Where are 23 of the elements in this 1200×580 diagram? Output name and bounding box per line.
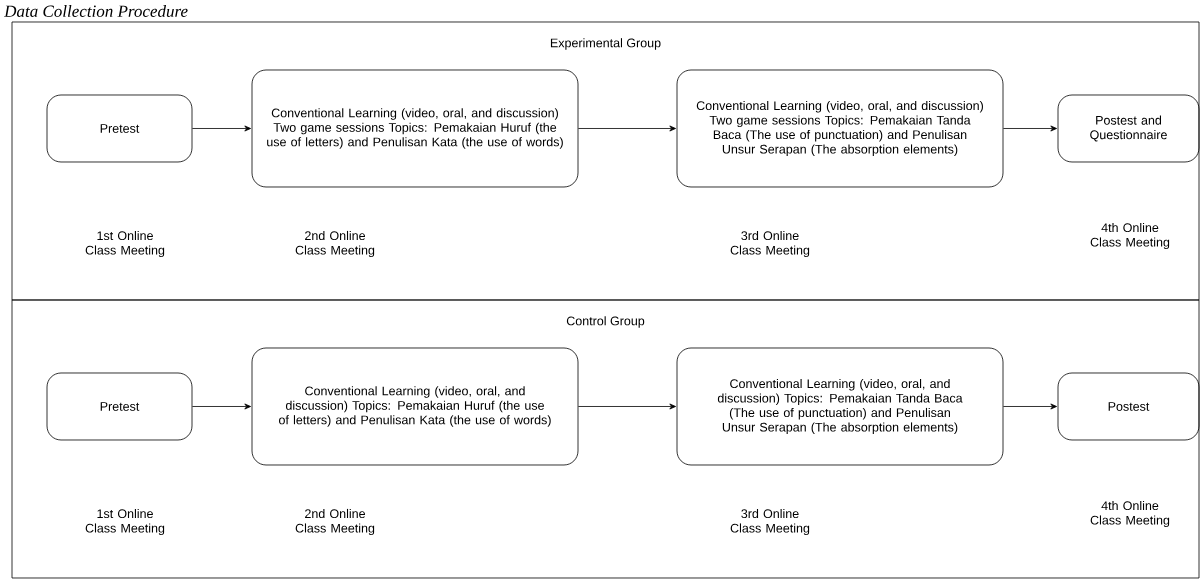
arrow [192, 125, 251, 132]
meeting-label: 4th Online Class Meeting [1090, 222, 1170, 250]
meeting-label: 3rd Online Class Meeting [730, 230, 810, 258]
process-box: Postest and Questionnaire [1057, 94, 1200, 163]
meeting-label: 2nd Online Class Meeting [295, 230, 375, 258]
arrow [578, 403, 676, 410]
process-box: Conventional Learning (video, oral, and discussion) Topics: Pemakaian Huruf (the use of letters) and Penulisan Kata (the use of words) [251, 347, 579, 466]
arrow [192, 403, 251, 410]
arrow [1003, 125, 1057, 132]
process-box: Postest [1057, 372, 1200, 441]
meeting-label: 1st Online Class Meeting [85, 508, 165, 536]
arrow [1003, 403, 1057, 410]
meeting-label: 4th Online Class Meeting [1090, 500, 1170, 528]
meeting-label: 1st Online Class Meeting [85, 230, 165, 258]
process-box: Pretest [46, 372, 193, 441]
figure-title: Data Collection Procedure [4, 5, 188, 17]
process-box: Conventional Learning (video, oral, and discussion) Two game sessions Topics: Pemakaian Huruf (the use of letters) and Penulisan Kata (the use of words) [251, 69, 579, 188]
process-box: Conventional Learning (video, oral, and discussion) Two game sessions Topics: Pemakaian Tanda Baca (The use of punctuation) and Penulisan Unsur Serapan (The absorption elements) [676, 69, 1004, 188]
process-box: Conventional Learning (video, oral, and discussion) Topics: Pemakaian Tanda Baca (The use of punctuation) and Penulisan Unsur Serapan (The absorption elements) [676, 347, 1004, 466]
arrow [578, 125, 676, 132]
meeting-label: 3rd Online Class Meeting [730, 508, 810, 536]
meeting-label: 2nd Online Class Meeting [295, 508, 375, 536]
process-box: Pretest [46, 94, 193, 163]
